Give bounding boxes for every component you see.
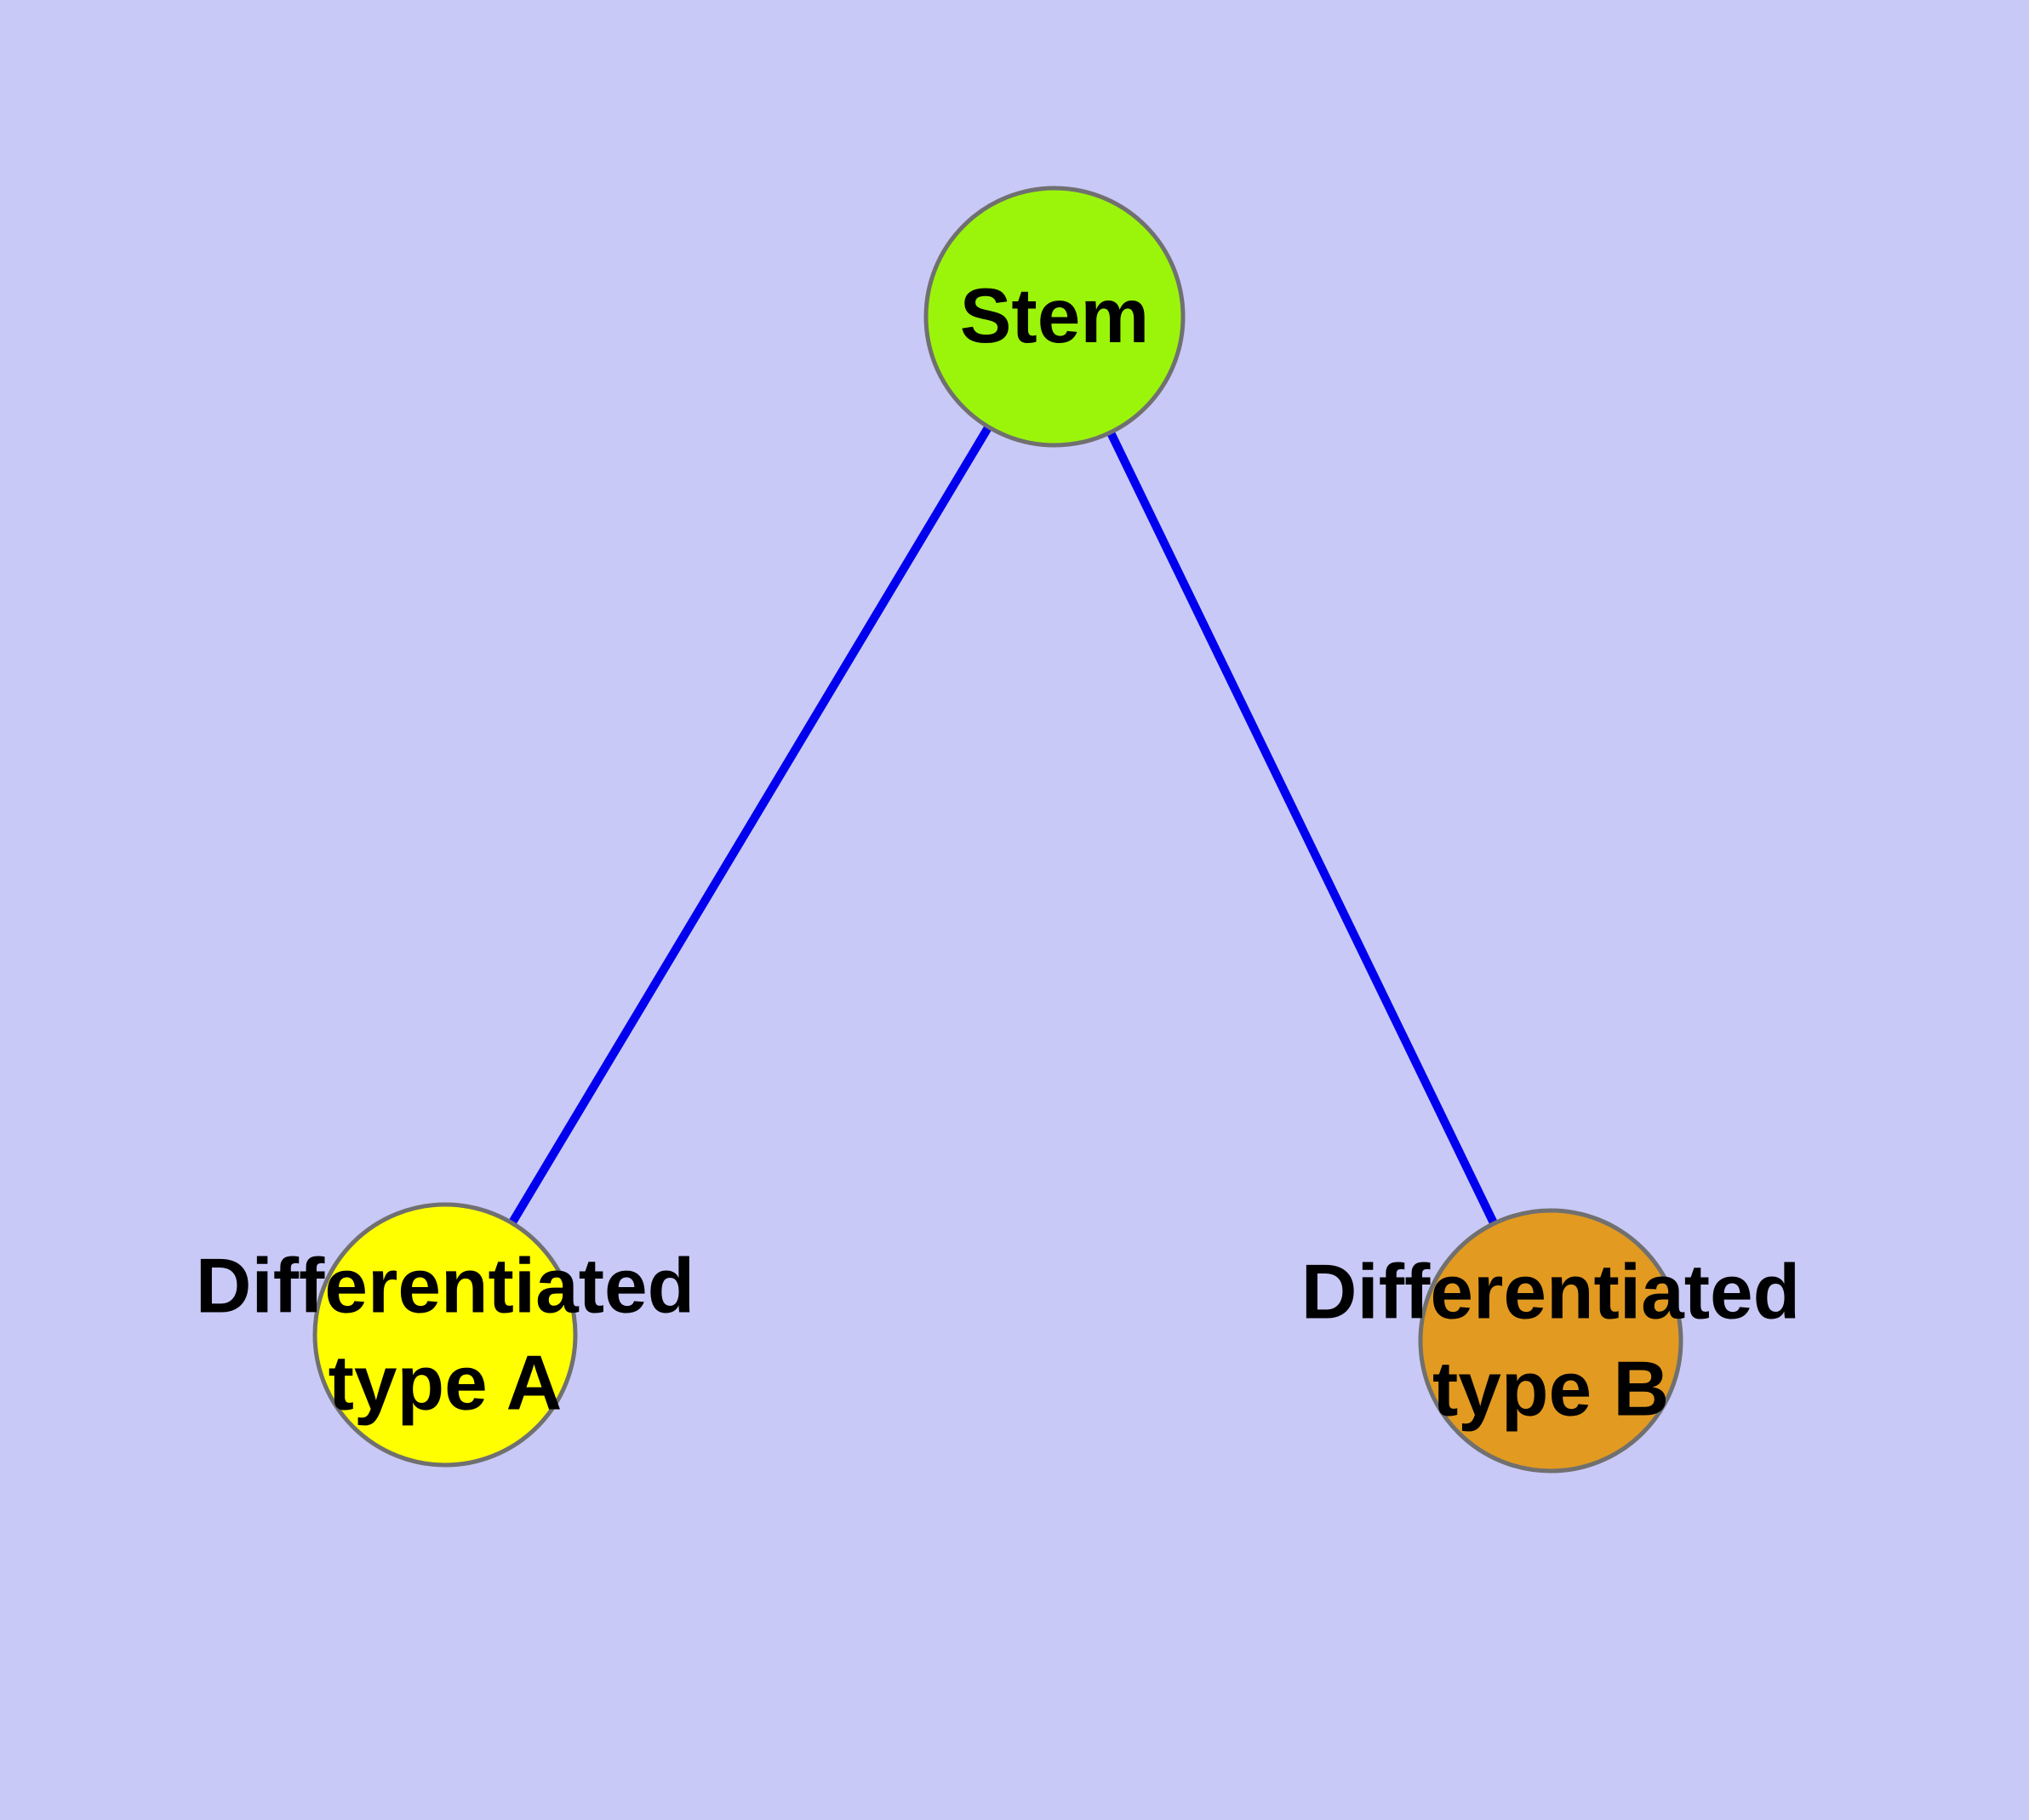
node-stem-label: Stem (959, 273, 1150, 360)
node-type-b-circle (1418, 1208, 1683, 1474)
edge-stem-to-type-b (1050, 314, 1555, 1343)
node-type-a-label: Differentiated type A (195, 1243, 695, 1426)
node-type-b-label: Differentiated type B (1300, 1249, 1801, 1432)
node-stem-circle (923, 186, 1186, 448)
node-type-a-circle (312, 1202, 578, 1468)
edge-stem-to-type-a (441, 314, 1059, 1337)
